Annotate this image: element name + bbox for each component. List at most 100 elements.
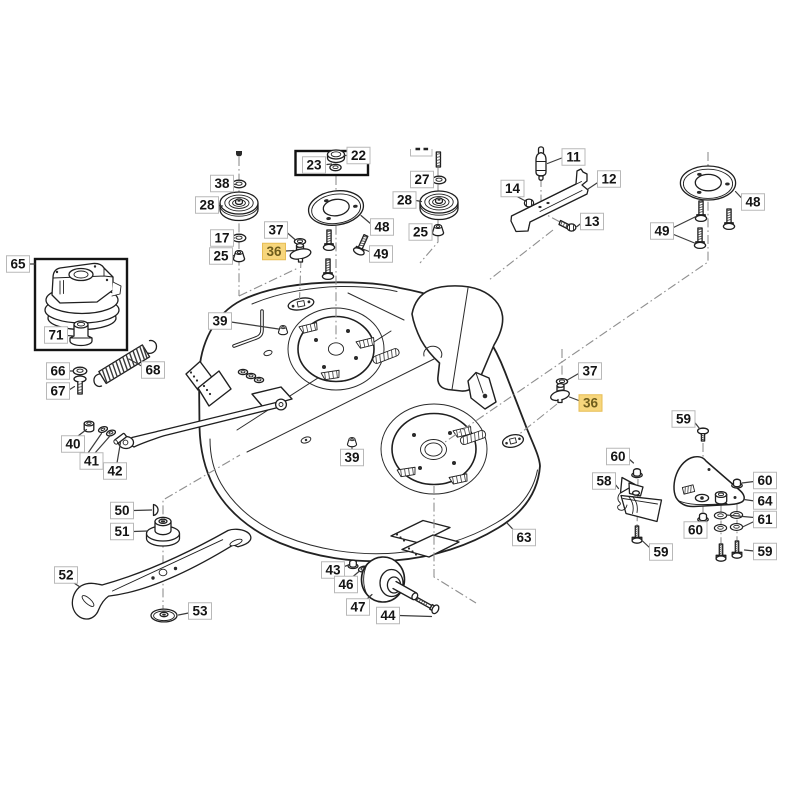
part-label-box[interactable] — [369, 245, 393, 263]
part-label-41[interactable]: 41 — [79, 452, 104, 470]
part-label-box[interactable] — [208, 312, 232, 330]
part-label-11[interactable]: 11 — [561, 148, 586, 166]
part-label-65[interactable]: 65 — [6, 255, 30, 273]
part-label-37[interactable]: 37 — [264, 221, 288, 239]
part-label-box[interactable] — [561, 148, 586, 166]
part-label-box[interactable] — [753, 510, 777, 529]
part-label-box[interactable] — [649, 543, 673, 561]
part-label-59[interactable]: 59 — [671, 410, 696, 428]
part-label-box[interactable] — [408, 223, 433, 241]
part-label-68[interactable]: 68 — [141, 361, 165, 379]
part-label-box[interactable] — [753, 471, 777, 490]
part-label-box[interactable] — [592, 472, 616, 490]
part-label-box[interactable] — [209, 247, 233, 265]
part-label-23[interactable]: 23 — [302, 156, 326, 174]
part-label-49[interactable]: 49 — [369, 245, 393, 263]
part-label-box[interactable] — [410, 170, 434, 189]
part-label-box[interactable] — [46, 362, 70, 380]
part-label-42[interactable]: 42 — [103, 462, 127, 480]
part-label-box[interactable] — [195, 196, 219, 214]
part-label-box[interactable] — [110, 501, 134, 520]
part-label-53[interactable]: 53 — [188, 602, 212, 620]
part-label-39[interactable]: 39 — [340, 448, 364, 467]
part-label-13[interactable]: 13 — [580, 212, 604, 231]
part-label-box[interactable] — [376, 606, 400, 625]
part-label-box[interactable] — [671, 410, 696, 428]
part-label-60[interactable]: 60 — [683, 521, 708, 539]
part-label-47[interactable]: 47 — [346, 598, 370, 616]
part-label-63[interactable]: 63 — [512, 528, 536, 547]
part-label-52[interactable]: 52 — [54, 566, 78, 584]
part-label-48[interactable]: 48 — [741, 193, 765, 211]
part-label-box[interactable] — [753, 542, 777, 561]
part-label-box[interactable] — [741, 193, 765, 211]
part-label-43[interactable]: 43 — [321, 561, 345, 579]
part-label-36-highlighted[interactable]: 36 — [262, 242, 286, 261]
part-label-box[interactable] — [340, 448, 364, 467]
part-label-box[interactable] — [650, 222, 674, 240]
part-label-49[interactable]: 49 — [650, 222, 674, 240]
leader-line-49-0 — [671, 215, 697, 229]
part-label-48[interactable]: 48 — [370, 218, 394, 236]
part-label-box[interactable] — [500, 179, 525, 198]
part-label-box[interactable] — [606, 447, 630, 466]
part-label-box[interactable] — [262, 242, 286, 261]
part-label-box[interactable] — [6, 255, 30, 273]
part-label-59[interactable]: 59 — [649, 543, 673, 561]
part-label-61[interactable]: 61 — [753, 510, 777, 529]
part-label-27[interactable]: 27 — [410, 170, 434, 189]
part-label-66[interactable]: 66 — [46, 362, 70, 380]
part-label-box[interactable] — [392, 191, 417, 209]
part-label-58[interactable]: 58 — [592, 472, 616, 490]
part-label-box[interactable] — [61, 435, 85, 453]
part-label-71[interactable]: 71 — [44, 326, 68, 344]
part-label-box[interactable] — [578, 362, 602, 380]
part-label-box[interactable] — [334, 575, 358, 594]
part-label-59[interactable]: 59 — [753, 542, 777, 561]
part-label-box[interactable] — [110, 522, 134, 541]
part-label-box[interactable] — [321, 561, 345, 579]
part-label-box[interactable] — [54, 566, 78, 584]
part-label-box[interactable] — [141, 361, 165, 379]
part-label-60[interactable]: 60 — [753, 471, 777, 490]
part-label-box[interactable] — [753, 492, 777, 510]
part-label-39[interactable]: 39 — [208, 312, 232, 330]
part-label-37[interactable]: 37 — [578, 362, 602, 380]
part-label-28[interactable]: 28 — [195, 196, 219, 214]
part-label-box[interactable] — [44, 326, 68, 344]
part-drawing-23-spacer-shape — [332, 165, 339, 170]
part-label-64[interactable]: 64 — [753, 492, 777, 510]
part-label-40[interactable]: 40 — [61, 435, 85, 453]
part-label-46[interactable]: 46 — [334, 575, 358, 594]
part-label-box[interactable] — [46, 382, 70, 400]
part-label-box[interactable] — [580, 212, 604, 231]
part-label-box[interactable] — [683, 521, 708, 539]
part-label-25[interactable]: 25 — [408, 223, 433, 241]
part-label-67[interactable]: 67 — [46, 382, 70, 400]
part-label-17[interactable]: 17 — [210, 229, 234, 247]
part-label-50[interactable]: 50 — [110, 501, 134, 520]
part-label-box[interactable] — [346, 146, 371, 165]
part-label-box[interactable] — [103, 462, 127, 480]
part-label-60[interactable]: 60 — [606, 447, 630, 466]
part-label-38[interactable]: 38 — [210, 174, 234, 193]
part-label-12[interactable]: 12 — [597, 170, 621, 188]
part-label-box[interactable] — [210, 229, 234, 247]
part-label-box[interactable] — [578, 394, 603, 412]
part-label-14[interactable]: 14 — [500, 179, 525, 198]
part-label-box[interactable] — [79, 452, 104, 470]
part-label-box[interactable] — [302, 156, 326, 174]
part-label-28[interactable]: 28 — [392, 191, 417, 209]
part-label-box[interactable] — [188, 602, 212, 620]
part-label-box[interactable] — [370, 218, 394, 236]
part-label-36-highlighted[interactable]: 36 — [578, 394, 603, 412]
part-label-box[interactable] — [597, 170, 621, 188]
part-label-box[interactable] — [512, 528, 536, 547]
part-label-44[interactable]: 44 — [376, 606, 400, 625]
part-label-25[interactable]: 25 — [209, 247, 233, 265]
part-label-51[interactable]: 51 — [110, 522, 134, 541]
part-label-box[interactable] — [346, 598, 370, 616]
part-label-box[interactable] — [210, 174, 234, 193]
part-label-22[interactable]: 22 — [346, 146, 371, 165]
part-label-box[interactable] — [264, 221, 288, 239]
